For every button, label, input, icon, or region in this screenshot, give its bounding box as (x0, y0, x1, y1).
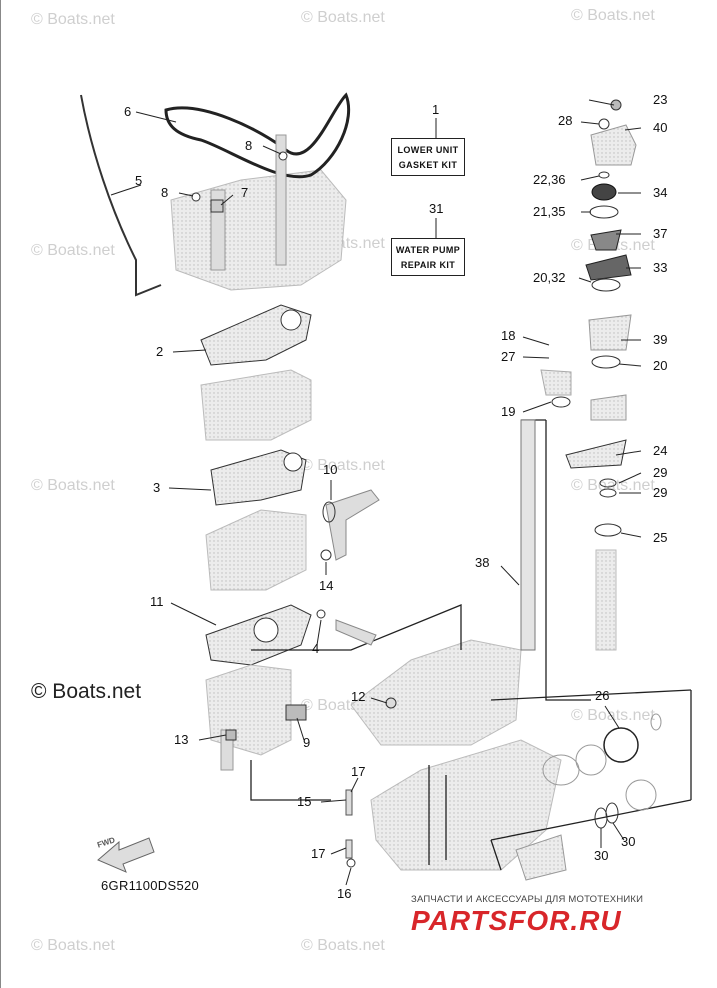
driveshaft (520, 419, 536, 651)
callout-38: 38 (475, 555, 489, 570)
watermark: © Boats.net (31, 937, 115, 954)
leader-lines (110, 99, 642, 886)
callout-5: 5 (135, 173, 142, 188)
callout-6: 6 (124, 104, 131, 119)
propeller-shaft-area (515, 713, 662, 881)
spacer-block (200, 369, 312, 441)
watermark: © Boats.net (571, 7, 655, 24)
callout-29: 29 (653, 465, 667, 480)
water-pump-repair-kit-label: WATER PUMP REPAIR KIT (391, 238, 465, 276)
callout-19: 19 (501, 404, 515, 419)
callout-7: 7 (241, 185, 248, 200)
callout-28: 28 (558, 113, 572, 128)
callout-numbers: 1 2 3 4 5 6 7 8 8 9 10 11 12 13 14 15 16… (124, 92, 667, 901)
callout-23: 23 (653, 92, 667, 107)
fwd-arrow (97, 837, 155, 873)
upper-casing (80, 92, 351, 297)
callout-31: 31 (429, 201, 443, 216)
callout-14: 14 (319, 578, 333, 593)
kit-line-2: GASKET KIT (398, 160, 458, 170)
callout-33: 33 (653, 260, 667, 275)
callout-30: 30 (621, 834, 635, 849)
lower-unit-gasket-kit-label: LOWER UNIT GASKET KIT (391, 138, 465, 176)
watermark: © Boats.net (301, 9, 385, 26)
watermark: © Boats.net (301, 457, 385, 474)
callout-21-35: 21,35 (533, 204, 566, 219)
callout-8: 8 (245, 138, 252, 153)
callout-12: 12 (351, 689, 365, 704)
callout-34: 34 (653, 185, 667, 200)
callout-22-36: 22,36 (533, 172, 566, 187)
callout-8: 8 (161, 185, 168, 200)
callout-20-32: 20,32 (533, 270, 566, 285)
callout-17: 17 (311, 846, 325, 861)
callout-15: 15 (297, 794, 311, 809)
callout-10: 10 (323, 462, 337, 477)
gasket-3 (210, 449, 307, 506)
watermark: © Boats.net (571, 707, 655, 724)
callout-17: 17 (351, 764, 365, 779)
diagram-code: 6GR1100DS520 (101, 878, 200, 893)
callout-39: 39 (653, 332, 667, 347)
middle-casing (205, 489, 380, 591)
callout-24: 24 (653, 443, 667, 458)
gasket-11 (205, 604, 312, 666)
boats-net-watermark: © Boats.net (31, 680, 142, 703)
watermark: © Boats.net (301, 937, 385, 954)
callout-20: 20 (653, 358, 667, 373)
watermark: © Boats.net (31, 477, 115, 494)
kit-line-1: WATER PUMP (395, 245, 461, 255)
shop-logo[interactable]: PARTSFOR.RU (411, 905, 622, 936)
callout-13: 13 (174, 732, 188, 747)
watermark: © Boats.net (31, 242, 115, 259)
callout-3: 3 (153, 480, 160, 495)
group-frames (250, 419, 692, 871)
callout-9: 9 (303, 735, 310, 750)
kit-line-2: REPAIR KIT (400, 260, 456, 270)
callout-16: 16 (337, 886, 351, 901)
callout-30: 30 (594, 848, 608, 863)
callout-25: 25 (653, 530, 667, 545)
callout-26: 26 (595, 688, 609, 703)
callout-11: 11 (150, 594, 164, 609)
gasket-2 (200, 304, 312, 366)
water-pump-stack (540, 99, 637, 651)
gearcase (350, 639, 562, 871)
kit-line-1: LOWER UNIT (397, 145, 459, 155)
callout-27: 27 (501, 349, 515, 364)
callout-29: 29 (653, 485, 667, 500)
callout-4: 4 (312, 641, 319, 656)
watermark: © Boats.net (31, 11, 115, 28)
callout-1: 1 (432, 102, 439, 117)
callout-40: 40 (653, 120, 667, 135)
background-watermarks: © Boats.net © Boats.net © Boats.net © Bo… (31, 7, 655, 954)
callout-37: 37 (653, 226, 667, 241)
callout-2: 2 (156, 344, 163, 359)
callout-18: 18 (501, 328, 515, 343)
shop-subtitle: ЗАПЧАСТИ И АКСЕССУАРЫ ДЛЯ МОТОТЕХНИКИ (411, 894, 644, 905)
lower-casing-block (205, 664, 307, 771)
